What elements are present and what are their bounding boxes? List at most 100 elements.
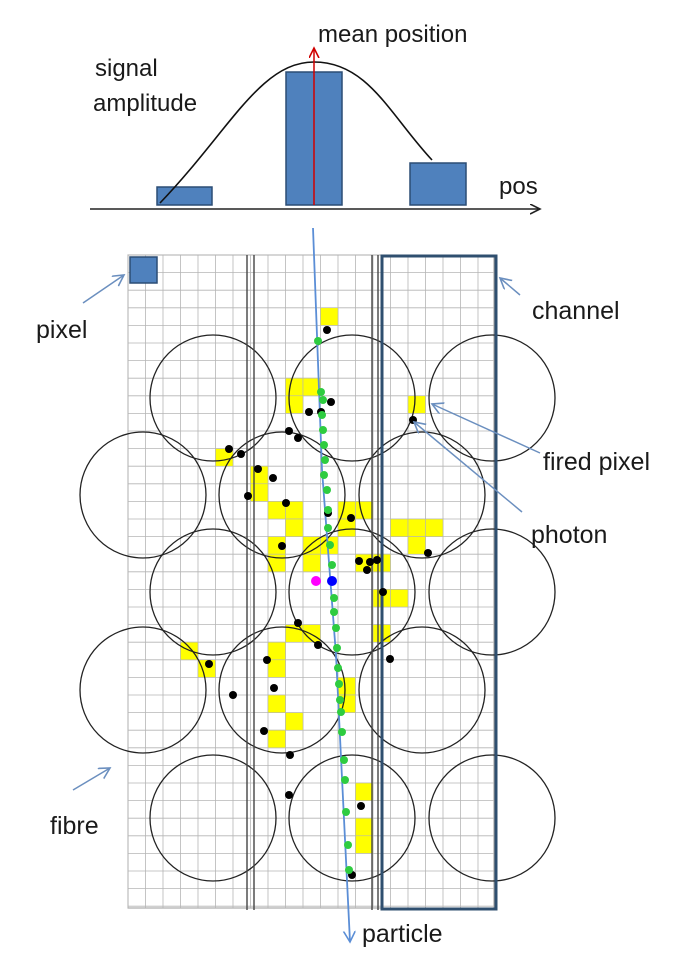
track-point	[345, 866, 353, 874]
track-point	[334, 664, 342, 672]
fired-pixel	[320, 307, 339, 326]
fired-pixel	[425, 518, 444, 537]
photon-dot	[355, 557, 363, 565]
fired-pixel	[355, 817, 374, 837]
fired-pixel	[302, 624, 321, 643]
photon-arrow	[414, 422, 523, 513]
track-point	[342, 808, 350, 816]
channel-box	[380, 254, 498, 911]
pixel-arrow	[82, 275, 124, 304]
label-pointers	[72, 275, 541, 791]
hit-blue	[327, 576, 337, 586]
track-point	[314, 337, 322, 345]
fired-pixel	[407, 395, 426, 414]
photon-dot	[305, 408, 313, 416]
photon-dot	[229, 691, 237, 699]
fibre-circle	[149, 754, 277, 882]
fibre-arrow	[72, 768, 110, 791]
photon-dot	[254, 465, 262, 473]
fired-pixel	[302, 377, 321, 397]
fired-pixel	[390, 589, 409, 608]
fired-pixel	[250, 483, 269, 502]
photon-dot	[225, 445, 233, 453]
track-point	[337, 708, 345, 716]
photon-dot	[237, 450, 245, 458]
photons	[205, 326, 432, 879]
photon-dot	[366, 558, 374, 566]
fibre-circle	[149, 528, 277, 656]
signal-histogram: mean position signal amplitude pos	[90, 21, 540, 209]
fired-pixel	[355, 501, 374, 520]
fired-pixel	[267, 729, 286, 749]
fired-pixel	[407, 536, 426, 555]
photon-dot	[263, 656, 271, 664]
fibre-circle	[149, 334, 277, 462]
photon-dot	[323, 326, 331, 334]
photon-dot	[294, 619, 302, 627]
fired-pixel	[267, 659, 286, 678]
fibre-label: fibre	[50, 812, 99, 840]
track-point	[332, 624, 340, 632]
fired-pixel	[407, 518, 426, 537]
channel-label: channel	[532, 297, 620, 325]
track-point	[320, 471, 328, 479]
grid-frame	[127, 254, 495, 909]
fired-pixel	[337, 518, 356, 537]
channel-boundaries	[246, 255, 379, 910]
track-point	[318, 411, 326, 419]
track-point	[340, 756, 348, 764]
track-point	[317, 388, 325, 396]
track-points	[314, 337, 353, 874]
track-point	[326, 541, 334, 549]
track-point	[344, 841, 352, 849]
photon-dot	[278, 542, 286, 550]
pixel-label: pixel	[36, 316, 87, 344]
track-point	[328, 561, 336, 569]
fibre-circle	[79, 626, 207, 754]
histogram-bar-right	[409, 162, 467, 206]
track-point	[324, 524, 332, 532]
fibre-circle	[79, 431, 207, 559]
track-point	[321, 456, 329, 464]
fired-pixel	[355, 782, 374, 801]
pos-label: pos	[499, 173, 538, 200]
photon-dot	[269, 474, 277, 482]
track-point	[335, 680, 343, 688]
mean-position-label: mean position	[318, 21, 467, 48]
fired-pixel	[285, 712, 304, 731]
photon-dot	[424, 549, 432, 557]
fibre-circle	[428, 528, 556, 656]
fibre-circle	[218, 626, 346, 754]
fibres	[79, 334, 556, 882]
photon-dot	[379, 588, 387, 596]
photon-dot	[205, 660, 213, 668]
fired-pixel	[267, 641, 286, 661]
track-point	[336, 696, 344, 704]
track-point	[319, 426, 327, 434]
track-point	[323, 486, 331, 494]
photon-dot	[282, 499, 290, 507]
photon-dot	[357, 802, 365, 810]
photon-dot	[327, 398, 335, 406]
particle-label: particle	[362, 920, 443, 948]
track-point	[330, 608, 338, 616]
photon-dot	[386, 655, 394, 663]
fired-pixel-label: fired pixel	[543, 448, 650, 476]
photon-label: photon	[531, 521, 607, 549]
track-point	[341, 776, 349, 784]
photon-dot	[285, 427, 293, 435]
fibre-circle	[218, 431, 346, 559]
channel-arrow	[500, 278, 521, 296]
fired-pixel	[267, 694, 286, 713]
fibre-circle	[428, 754, 556, 882]
pixel-marker	[129, 256, 158, 284]
fired-pixel	[302, 553, 321, 573]
photon-dot	[294, 434, 302, 442]
fired-pixel	[390, 518, 409, 537]
hit-magenta	[311, 576, 321, 586]
fibre-circle	[288, 334, 416, 462]
fibre-circle	[428, 334, 556, 462]
photon-dot	[260, 727, 268, 735]
fired-pixel	[285, 395, 304, 414]
